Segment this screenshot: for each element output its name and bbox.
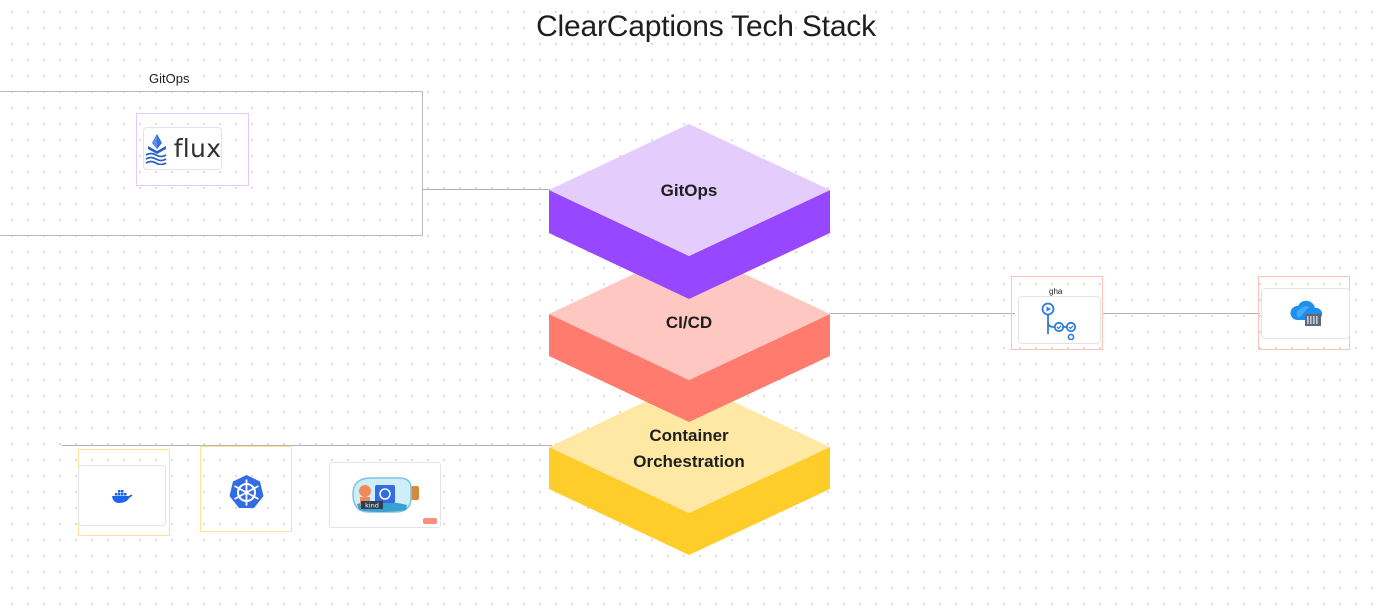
gha-label: gha [1049,287,1063,296]
layer-container-orchestration-label-line2: Orchestration [633,452,744,471]
gitops-frame-label: GitOps [149,71,190,86]
kubernetes-selection-box[interactable] [200,446,292,532]
layer-container-orchestration-side [549,447,830,555]
flux-logo-icon [144,133,170,165]
kind-logo-card[interactable]: kind [329,462,441,528]
flux-logo-card[interactable]: flux [143,127,222,170]
docker-card[interactable] [78,465,166,526]
azure-container-registry-icon [1289,300,1323,328]
orchestration-connector[interactable] [62,445,552,446]
gha-to-azure-connector[interactable] [1102,313,1260,314]
docker-icon [111,488,133,504]
layer-cicd-label: CI/CD [666,313,712,332]
cicd-connector[interactable] [830,313,1015,314]
layer-container-orchestration[interactable]: Container Orchestration [549,381,830,555]
github-actions-icon [1040,300,1080,340]
azure-container-card[interactable] [1261,288,1350,339]
kind-logo-icon: kind [349,472,421,518]
layer-cicd-side [549,314,830,422]
layer-container-orchestration-label-line1: Container [649,426,729,445]
flux-logo-text: flux [173,134,222,163]
layer-gitops-top [549,124,830,256]
kind-tag [423,518,437,524]
diagram-title: ClearCaptions Tech Stack [536,10,876,43]
gha-selection-box[interactable] [1011,276,1103,350]
gitops-connector[interactable] [423,189,550,190]
layer-cicd[interactable]: CI/CD [549,248,830,422]
gitops-frame[interactable] [0,91,423,236]
layer-cicd-top [549,248,830,380]
layer-container-orchestration-top [549,381,830,513]
kubernetes-icon[interactable] [228,474,265,510]
gha-card[interactable] [1018,296,1101,344]
layer-gitops-label: GitOps [661,181,718,200]
layer-gitops-side [549,190,830,299]
flux-selection-box[interactable] [136,113,249,186]
kind-logo-text: kind [365,502,379,510]
layer-gitops[interactable]: GitOps [549,124,830,299]
